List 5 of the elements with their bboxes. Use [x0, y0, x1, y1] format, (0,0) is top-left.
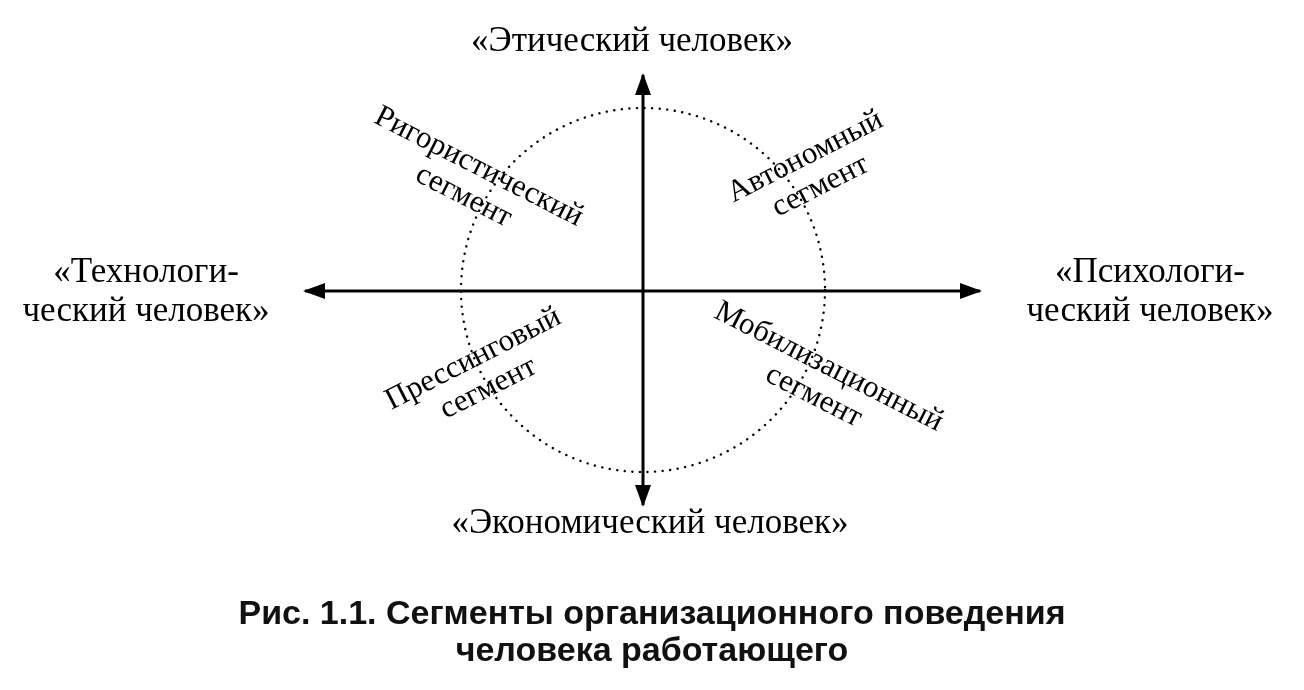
pole-label: «Технологи- ческий человек»	[21, 250, 271, 330]
pole-label: «Психологи- ческий человек»	[1025, 250, 1275, 330]
figure-caption: Рис. 1.1. Сегменты организационного поведения человека работающего	[237, 594, 1067, 669]
pole-label: «Экономический человек»	[450, 502, 850, 542]
pole-label: «Этический человек»	[470, 20, 794, 60]
